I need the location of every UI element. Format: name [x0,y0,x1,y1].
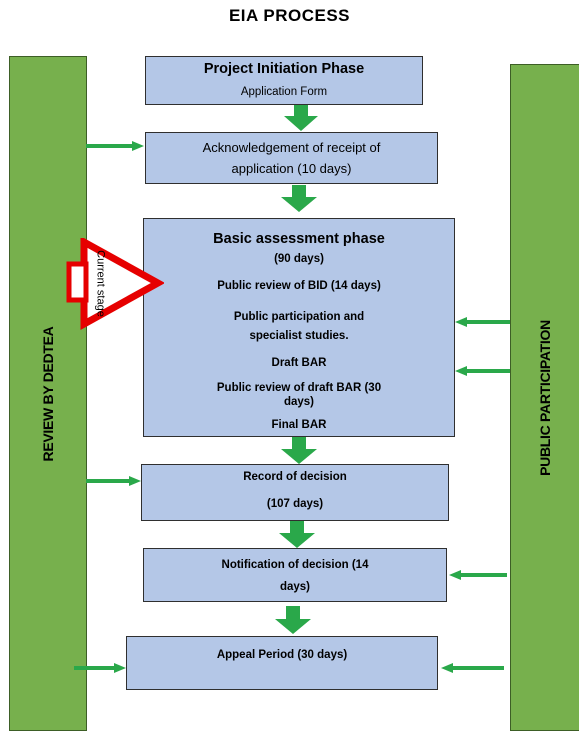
left-arrow-public-participation-2 [455,366,510,376]
notification-line-1: Notification of decision (14 [221,559,369,571]
current-stage-label: Current stage [94,250,107,317]
down-arrow-4 [279,521,315,548]
draft-bar: Draft BAR [271,357,327,369]
right-arrow-to-acknowledgement [86,141,144,151]
public-participation-line-2: specialist studies. [249,330,349,342]
record-of-decision-box: Record of decision (107 days) [141,464,449,521]
public-review-draft-bar-line-1: Public review of draft BAR (30 [216,382,382,394]
basic-assessment-title: Basic assessment phase [213,231,385,247]
basic-assessment-duration: (90 days) [274,253,324,265]
left-arrow-public-participation-1 [455,317,510,327]
notification-line-2: days) [279,581,311,593]
down-arrow-5 [275,606,311,634]
review-by-dedtea-bar: REVIEW BY DEDTEA [9,56,87,731]
current-stage-marker [66,238,164,330]
appeal-period-text: Appeal Period (30 days) [216,649,348,661]
record-of-decision-duration: (107 days) [266,498,324,510]
project-initiation-title: Project Initiation Phase [203,61,365,77]
right-arrow-to-appeal-period [74,663,126,673]
left-arrow-to-notification [449,570,507,580]
right-arrow-to-record-of-decision [86,476,141,486]
page-title: EIA PROCESS [228,6,351,25]
final-bar: Final BAR [271,419,327,431]
application-form-text: Application Form [240,86,328,98]
acknowledgement-box: Acknowledgement of receipt of applicatio… [145,132,438,184]
public-participation-label: PUBLIC PARTICIPATION [537,319,553,476]
acknowledgement-line-1: Acknowledgement of receipt of [202,140,381,155]
record-of-decision-title: Record of decision [243,471,347,483]
down-arrow-2 [281,185,317,212]
public-review-bid: Public review of BID (14 days) [217,280,381,292]
basic-assessment-box: Basic assessment phase (90 days) Public … [143,218,455,437]
public-review-draft-bar-line-2: days) [283,396,315,408]
appeal-period-box: Appeal Period (30 days) [126,636,438,690]
notification-of-decision-box: Notification of decision (14 days) [143,548,447,602]
acknowledgement-line-2: application (10 days) [231,161,352,176]
left-arrow-to-appeal-period [441,663,504,673]
project-initiation-box: Project Initiation Phase Application For… [145,56,423,105]
down-arrow-1 [284,105,318,131]
public-participation-bar: PUBLIC PARTICIPATION [510,64,579,731]
down-arrow-3 [281,437,317,464]
public-participation-line-1: Public participation and [233,311,365,323]
review-by-dedtea-label: REVIEW BY DEDTEA [40,326,56,461]
